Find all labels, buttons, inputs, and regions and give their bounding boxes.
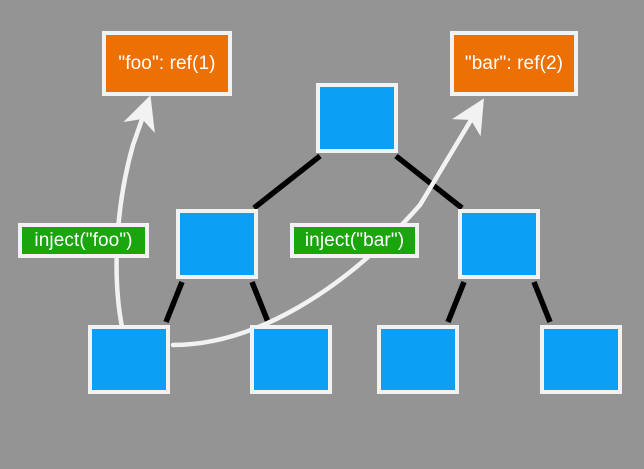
node-tree-leaf-4[interactable] (540, 325, 622, 394)
node-inject-foo[interactable]: inject("foo") (18, 223, 149, 258)
tree-edge-group (163, 153, 553, 324)
node-tree-mid-r[interactable] (458, 209, 540, 279)
tree-edge (394, 153, 464, 211)
inject-arrow-arrow-foo (114, 95, 155, 330)
node-label: "bar": ref(2) (464, 53, 564, 74)
tree-edge (445, 280, 467, 324)
node-label: inject("bar") (304, 230, 405, 251)
tree-edge (252, 153, 322, 211)
node-ref-bar[interactable]: "bar": ref(2) (450, 31, 578, 96)
tree-edge (531, 280, 553, 324)
node-tree-root[interactable] (316, 83, 398, 153)
tree-edge (163, 280, 185, 324)
node-inject-bar[interactable]: inject("bar") (290, 223, 419, 258)
node-tree-leaf-3[interactable] (377, 325, 459, 394)
node-label: inject("foo") (34, 230, 133, 251)
node-tree-leaf-1[interactable] (88, 325, 170, 394)
node-tree-leaf-2[interactable] (250, 325, 332, 394)
node-label: "foo": ref(1) (118, 53, 216, 74)
node-tree-mid-l[interactable] (176, 209, 258, 279)
tree-edge (249, 280, 271, 324)
node-ref-foo[interactable]: "foo": ref(1) (102, 31, 232, 96)
